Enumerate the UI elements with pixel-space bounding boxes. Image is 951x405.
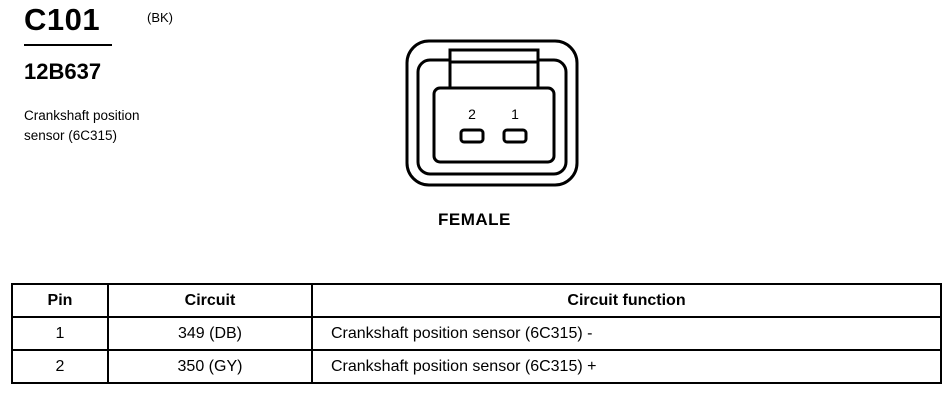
connector-lock-tab [448,48,540,90]
table-row: 1 349 (DB) Crankshaft position sensor (6… [11,316,942,351]
component-description: Crankshaft position sensor (6C315) [24,106,214,146]
pin-cavity-area [432,86,556,164]
cell-function: Crankshaft position sensor (6C315) + [311,349,942,384]
pinout-table: Pin Circuit Circuit function 1 349 (DB) … [11,283,942,384]
component-description-line-1: Crankshaft position [24,108,140,123]
connector-gender-label: FEMALE [438,210,511,229]
cell-pin: 2 [11,349,109,384]
connector-face-drawing: 2 1 [405,39,579,187]
header-circuit-function: Circuit function [311,283,942,318]
cell-circuit: 350 (GY) [107,349,313,384]
pin-socket-2 [459,128,485,144]
header-pin: Pin [11,283,109,318]
part-number: 12B637 [24,59,102,84]
title-underline [24,44,112,46]
color-code: (BK) [147,10,173,25]
pin-socket-1 [502,128,528,144]
header-circuit: Circuit [107,283,313,318]
connector-outer-shell [405,39,579,187]
connector-id: C101 [24,2,101,37]
cell-circuit: 349 (DB) [107,316,313,351]
pin-label-1: 1 [511,106,519,122]
cell-pin: 1 [11,316,109,351]
cell-function: Crankshaft position sensor (6C315) - [311,316,942,351]
table-row: 2 350 (GY) Crankshaft position sensor (6… [11,349,942,384]
component-description-line-2: sensor (6C315) [24,128,118,143]
table-header-row: Pin Circuit Circuit function [11,283,942,318]
pin-label-2: 2 [468,106,476,122]
